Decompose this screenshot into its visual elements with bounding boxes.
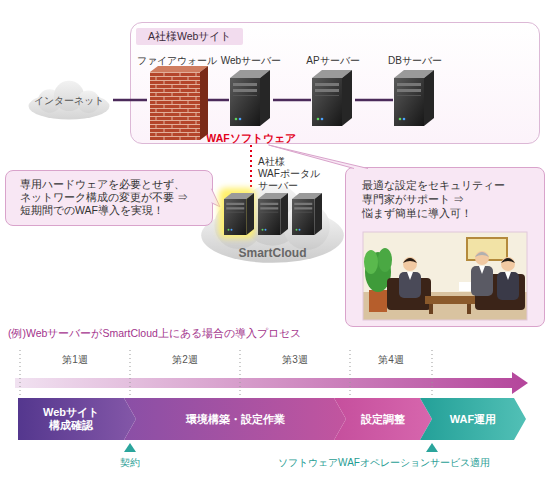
milestone-marker <box>426 443 438 452</box>
network-line <box>355 99 393 102</box>
callout-box: 最適な設定をセキュリティー 専門家がサポート ⇒悩まず簡単に導入可！ <box>345 167 545 327</box>
person-head <box>501 257 515 271</box>
week-label: 第3週 <box>282 354 308 366</box>
wall-side <box>200 66 208 140</box>
milestone-label: 契約 <box>120 457 140 469</box>
firewall-device: ファイアウォール <box>147 49 207 143</box>
plant-leaf <box>364 250 378 274</box>
site-group: A社様WebサイトファイアウォールWebサーバーWAFソフトウェアAPサーバーD… <box>130 22 540 144</box>
portal-server-icon <box>224 193 254 235</box>
meeting-photo <box>363 232 527 320</box>
step-label: 設定調整 <box>361 413 405 426</box>
step-label: 環境構築・設定作業 <box>186 413 285 426</box>
chevron-shape <box>420 398 526 440</box>
week-divider <box>240 350 241 398</box>
person-shirt <box>505 272 511 280</box>
software-label: WAFソフトウェア <box>206 132 295 144</box>
week-divider <box>350 350 351 398</box>
week-divider <box>130 350 131 398</box>
person-hair <box>501 258 515 263</box>
milestone-label: ソフトウェアWAFオペレーションサービス適用 <box>278 457 490 469</box>
db-server-icon <box>394 70 434 126</box>
ap-server-icon <box>312 70 352 126</box>
server-glow <box>219 188 255 238</box>
wall-top <box>150 66 208 72</box>
person-hair <box>403 258 417 263</box>
process-heading: (例)WebサーバーがSmartCloud上にある場合の導入プロセス <box>8 327 301 339</box>
device-label: Webサーバー <box>221 55 281 67</box>
sofa <box>475 274 525 310</box>
group-title: A社様Webサイト <box>136 28 243 45</box>
portal-server-icon <box>292 193 322 235</box>
timeline-arrow <box>15 372 528 394</box>
person-shirt <box>407 272 413 280</box>
db-server: DBサーバー <box>393 49 437 129</box>
step-label: WAF運用 <box>450 413 496 426</box>
network-line <box>273 99 311 102</box>
milestone-marker <box>124 443 136 452</box>
network-line <box>113 99 147 102</box>
week-label: 第1週 <box>62 354 88 366</box>
chevron-shape <box>124 398 346 440</box>
process-step: 環境構築・設定作業 <box>124 398 346 440</box>
photo-frame <box>467 238 507 260</box>
web-server: WebサーバーWAFソフトウェア <box>229 49 273 145</box>
step-label: Webサイト 構成確認 <box>35 406 107 432</box>
portal-link <box>250 145 252 190</box>
table <box>425 296 475 304</box>
plant-pot <box>369 290 387 312</box>
process-step: Webサイト 構成確認 <box>18 398 136 440</box>
person-body <box>497 272 519 300</box>
person-shirt <box>479 266 485 274</box>
callout-pointer <box>269 145 368 169</box>
callout-box: 専用ハードウェアを必要とせず、 ネットワーク構成の変更が不要 ⇒短期間でのWAF… <box>5 170 213 226</box>
plant-leaf <box>365 252 391 292</box>
photo-wall <box>363 232 527 320</box>
smartcloud-cloud: SmartCloud A社様 WAFポータル サーバー <box>195 182 350 268</box>
server-label: A社様 WAFポータル サーバー <box>258 156 324 192</box>
firewall-wall <box>150 66 208 140</box>
table-leg <box>429 304 433 314</box>
portal-servers: A社様 WAFポータル サーバー <box>220 190 328 232</box>
portal-server-icon <box>258 193 288 235</box>
callout-pointer <box>212 189 221 207</box>
week-divider <box>20 350 21 398</box>
device-label: DBサーバー <box>388 55 442 67</box>
web-server-icon <box>230 70 270 126</box>
table-leg <box>467 304 471 314</box>
plant-leaf <box>378 248 392 272</box>
person-body <box>399 272 421 298</box>
photo-floor <box>363 292 527 320</box>
callout-text: 最適な設定をセキュリティー 専門家がサポート ⇒悩まず簡単に導入可！ <box>346 168 544 230</box>
person-head <box>475 251 489 265</box>
cloud-label: SmartCloud <box>195 246 350 260</box>
person-head <box>403 257 417 271</box>
internet-cloud: インターネット <box>25 80 113 122</box>
chevron-shape <box>18 398 136 440</box>
callout-text: 専用ハードウェアを必要とせず、 ネットワーク構成の変更が不要 ⇒短期間でのWAF… <box>6 171 212 224</box>
week-divider <box>432 350 433 398</box>
week-label: 第4週 <box>378 354 404 366</box>
photo-border <box>363 232 527 320</box>
ap-server: APサーバー <box>311 49 355 129</box>
sofa <box>387 278 431 310</box>
cloud-label: インターネット <box>25 95 113 107</box>
device-label: ファイアウォール <box>137 55 217 67</box>
person-body <box>471 266 493 296</box>
chevron-shape <box>334 398 432 440</box>
document <box>459 282 471 291</box>
cloud-puff <box>283 204 329 250</box>
network-line <box>207 99 229 102</box>
process-step: WAF運用 <box>420 398 526 440</box>
process-step: 設定調整 <box>334 398 432 440</box>
week-label: 第2週 <box>172 354 198 366</box>
wall-front <box>150 72 200 140</box>
device-label: APサーバー <box>306 55 359 67</box>
person-hair <box>475 252 489 257</box>
